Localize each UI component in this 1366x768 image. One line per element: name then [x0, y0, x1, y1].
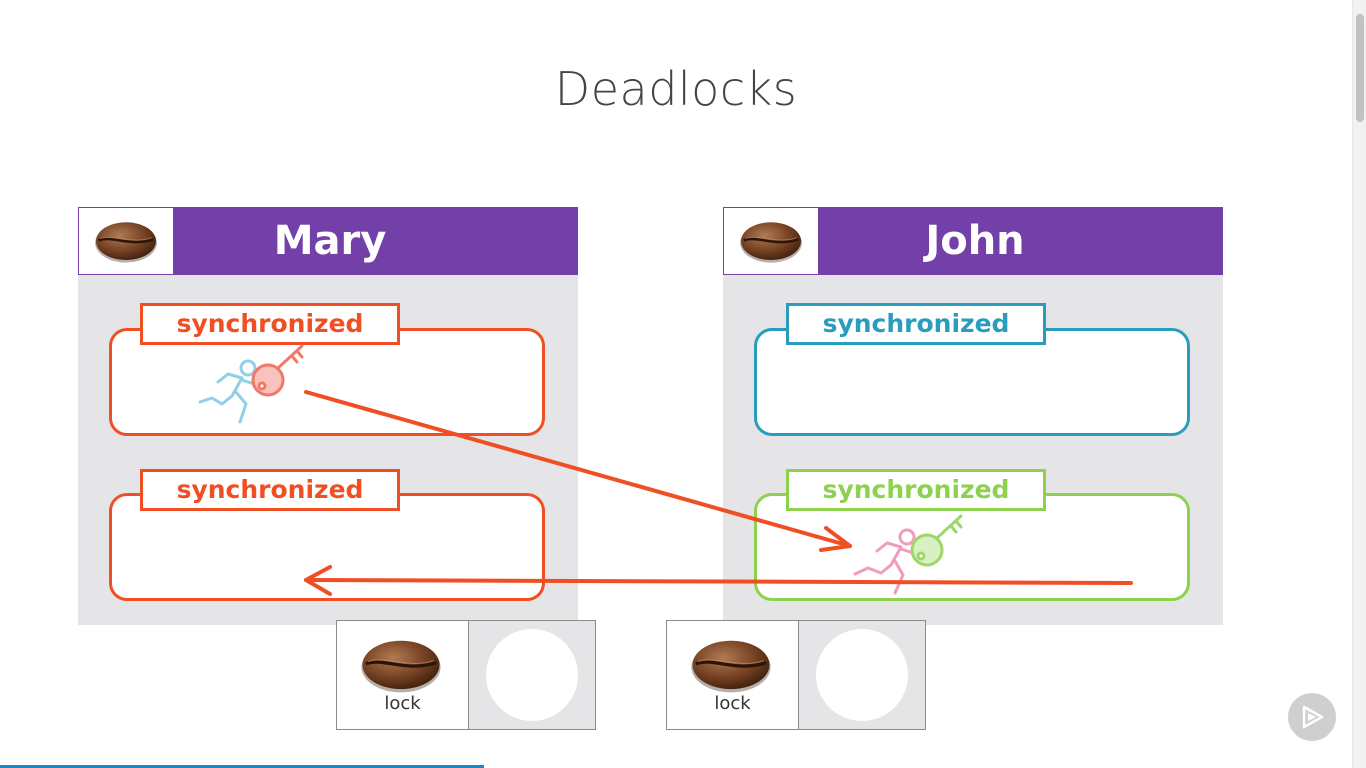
sync-label-mary-1: synchronized	[140, 303, 400, 345]
thread-panel-john: John synchronized synchronized	[723, 207, 1223, 625]
sync-label-mary-2: synchronized	[140, 469, 400, 511]
lock-object: lock	[337, 621, 469, 729]
arrow-john-to-mary	[304, 565, 1133, 596]
thread-header-john: John	[723, 207, 1223, 275]
thread-name: Mary	[273, 218, 387, 264]
bean-box	[78, 207, 174, 275]
running-person-icon	[198, 359, 257, 424]
sync-block-john-1	[754, 328, 1190, 436]
play-icon	[1302, 705, 1324, 729]
scrollbar-track[interactable]	[1352, 0, 1366, 768]
bean-box	[723, 207, 819, 275]
video-progress-bar[interactable]	[0, 765, 484, 768]
thread-header-bar	[174, 207, 578, 275]
play-button[interactable]	[1288, 693, 1336, 741]
scrollbar-thumb[interactable]	[1356, 14, 1364, 122]
sync-label-john-1: synchronized	[786, 303, 1046, 345]
lock-box-john: lock	[666, 620, 926, 730]
arrow-mary-to-john	[304, 390, 852, 552]
key-icon	[910, 514, 963, 567]
key-icon	[251, 344, 304, 397]
lock-slot	[469, 621, 595, 729]
slide-title: Deadlocks	[554, 62, 798, 116]
sync-label-john-2: synchronized	[786, 469, 1046, 511]
empty-slot-circle	[816, 629, 908, 721]
lock-slot	[799, 621, 925, 729]
lock-label: lock	[384, 693, 421, 714]
thread-header-mary: Mary	[78, 207, 578, 275]
lock-label: lock	[714, 693, 751, 714]
lock-box-mary: lock	[336, 620, 596, 730]
empty-slot-circle	[486, 629, 578, 721]
thread-header-bar	[819, 207, 1223, 275]
thread-name: John	[925, 218, 1025, 264]
thread-panel-mary: Mary synchronized synchronized	[78, 207, 578, 625]
lock-object: lock	[667, 621, 799, 729]
